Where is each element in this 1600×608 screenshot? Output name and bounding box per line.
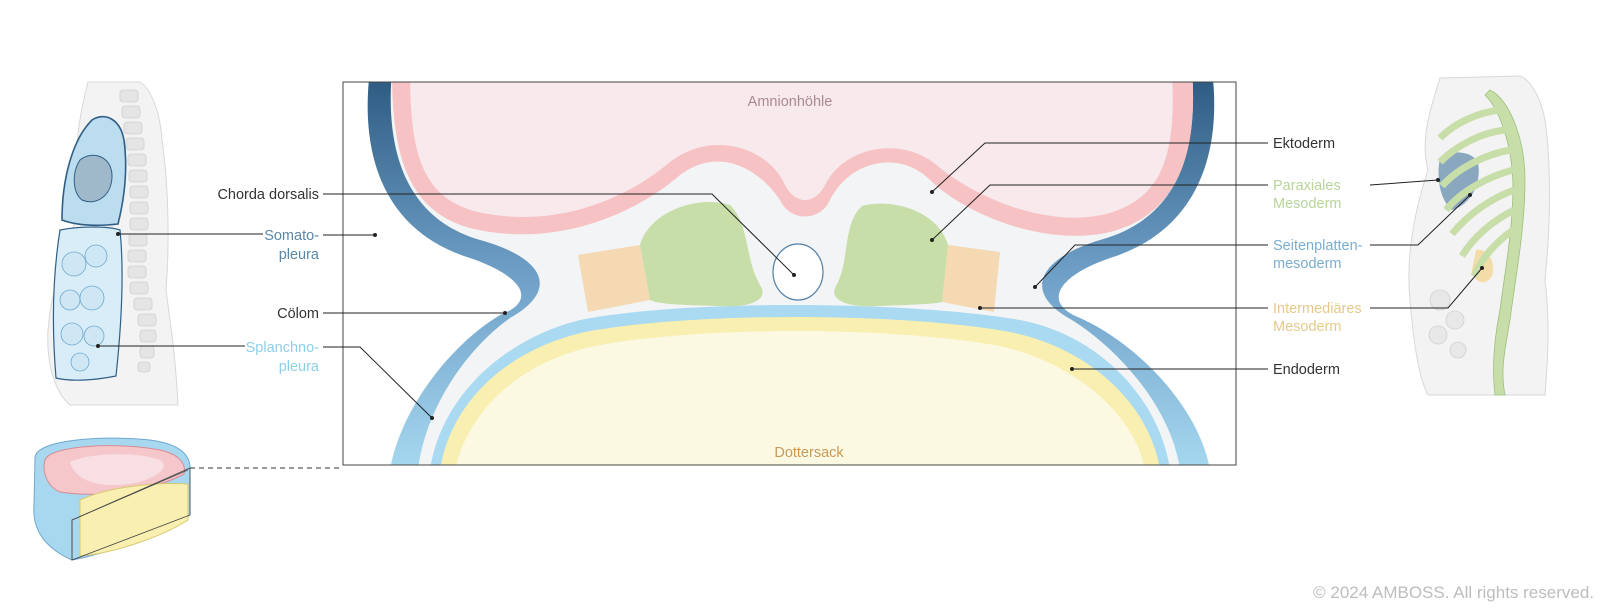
paraxiales-mesoderm-right	[834, 203, 948, 307]
endoderm-label: Endoderm	[1273, 362, 1340, 378]
splanchnopleura-label-line1: Splanchno-	[246, 340, 320, 356]
somatopleura-label-line2: pleura	[279, 247, 320, 263]
paraxiales-mesoderm-left	[640, 201, 763, 307]
seitenplatten-label-line1: Seitenplatten-	[1273, 238, 1363, 254]
paraxiales-mesoderm-label-line2: Mesoderm	[1273, 196, 1342, 212]
chorda-dorsalis-label: Chorda dorsalis	[217, 187, 319, 203]
somatopleura-label-line1: Somato-	[264, 228, 319, 244]
intermediaeres-label-line1: Intermediäres	[1273, 301, 1362, 317]
right-sagittal-thumbnail	[1408, 75, 1551, 396]
leader-lines	[98, 142, 1483, 420]
left-sagittal-thumbnail	[47, 81, 179, 406]
dottersack-label: Dottersack	[774, 445, 844, 461]
chorda-dorsalis-shape	[772, 243, 824, 301]
intermediaeres-label-line2: Mesoderm	[1273, 319, 1342, 335]
cross-section-panel	[343, 82, 1236, 465]
paraxiales-mesoderm-label-line1: Paraxiales	[1273, 178, 1341, 194]
intermediaeres-mesoderm-right	[942, 245, 1000, 312]
embryo-3d-thumbnail	[33, 437, 343, 561]
seitenplatten-label-line2: mesoderm	[1273, 256, 1342, 272]
amnionhoehle-region	[410, 82, 1173, 218]
splanchnopleura-label-line2: pleura	[279, 359, 320, 375]
ektoderm-label: Ektoderm	[1273, 136, 1335, 152]
cross-section-frame	[342, 81, 1237, 466]
dottersack-interior	[456, 331, 1144, 465]
intermediaeres-mesoderm-left	[578, 245, 650, 312]
amnionhoehle-label: Amnionhöhle	[748, 94, 833, 110]
copyright-notice: © 2024 AMBOSS. All rights reserved.	[1313, 583, 1594, 602]
coelom-label: Cölom	[277, 306, 319, 322]
